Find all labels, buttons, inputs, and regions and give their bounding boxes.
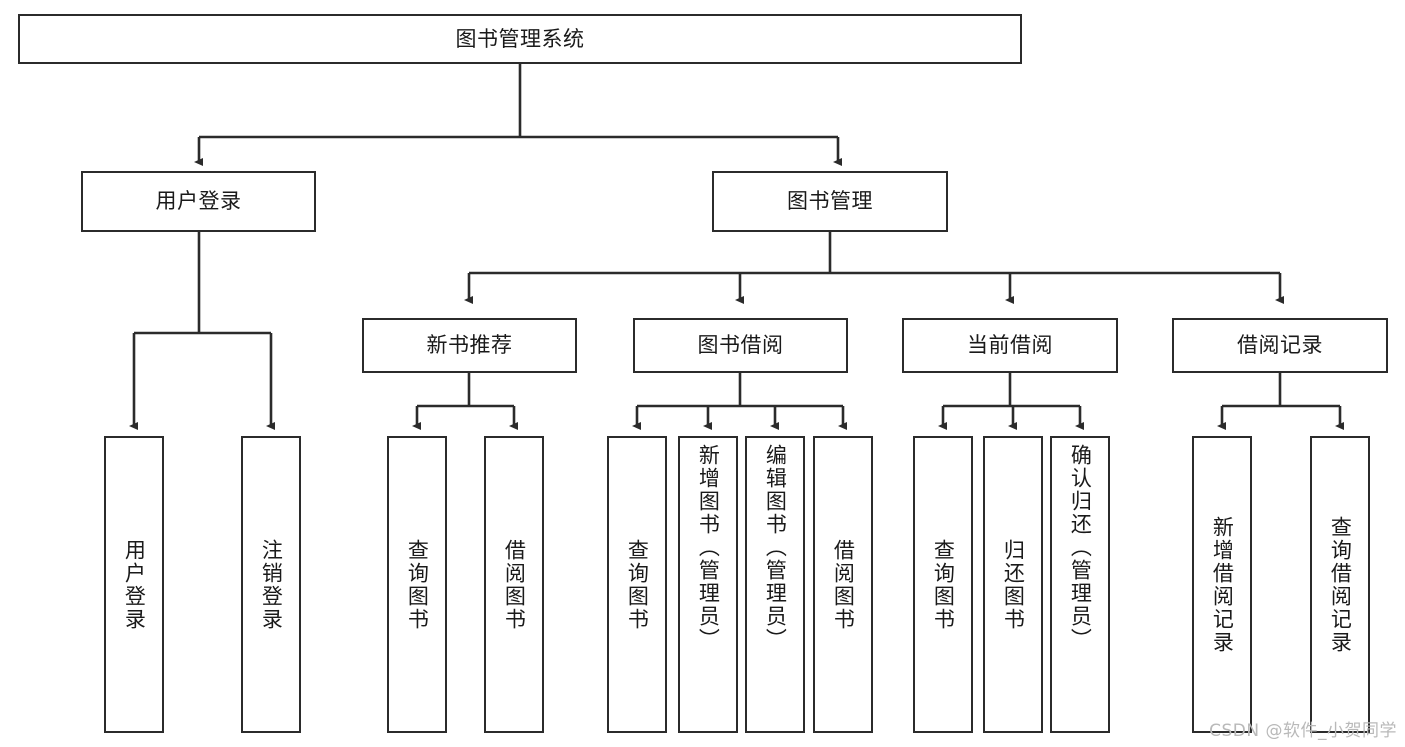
leaf-confirm-return-label: 确认归还（管理员） xyxy=(1068,444,1093,651)
node-user-login[interactable]: 用户登录 xyxy=(81,171,316,232)
node-book-manage[interactable]: 图书管理 xyxy=(712,171,948,232)
leaf-return-book-label: 归还图书 xyxy=(1001,538,1026,631)
leaf-edit-book[interactable]: 编辑图书（管理员） xyxy=(745,436,805,733)
leaf-query-book-1[interactable]: 查询图书 xyxy=(387,436,447,733)
leaf-logout[interactable]: 注销登录 xyxy=(241,436,301,733)
leaf-edit-book-label: 编辑图书（管理员） xyxy=(763,444,788,651)
leaf-borrow-book-1[interactable]: 借阅图书 xyxy=(484,436,544,733)
leaf-query-book-3[interactable]: 查询图书 xyxy=(913,436,973,733)
node-root-label: 图书管理系统 xyxy=(455,26,585,51)
leaf-query-book-2[interactable]: 查询图书 xyxy=(607,436,667,733)
leaf-query-book-3-label: 查询图书 xyxy=(931,538,956,631)
node-current-borrow-label: 当前借阅 xyxy=(967,333,1053,358)
node-borrow-record[interactable]: 借阅记录 xyxy=(1172,318,1388,373)
node-book-borrow-label: 图书借阅 xyxy=(697,333,784,358)
node-root[interactable]: 图书管理系统 xyxy=(18,14,1022,64)
node-new-book-rec[interactable]: 新书推荐 xyxy=(362,318,577,373)
leaf-query-book-2-label: 查询图书 xyxy=(625,538,650,631)
leaf-add-record-label: 新增借阅记录 xyxy=(1210,515,1235,654)
leaf-query-record[interactable]: 查询借阅记录 xyxy=(1310,436,1370,733)
node-borrow-record-label: 借阅记录 xyxy=(1237,333,1323,358)
leaf-return-book[interactable]: 归还图书 xyxy=(983,436,1043,733)
leaf-add-book-label: 新增图书（管理员） xyxy=(696,444,721,651)
node-book-borrow[interactable]: 图书借阅 xyxy=(633,318,848,373)
leaf-confirm-return[interactable]: 确认归还（管理员） xyxy=(1050,436,1110,733)
leaf-add-record[interactable]: 新增借阅记录 xyxy=(1192,436,1252,733)
leaf-logout-label: 注销登录 xyxy=(259,538,284,631)
leaf-borrow-book-1-label: 借阅图书 xyxy=(502,538,527,631)
leaf-query-book-1-label: 查询图书 xyxy=(405,538,430,631)
leaf-user-login-label: 用户登录 xyxy=(122,538,147,631)
node-current-borrow[interactable]: 当前借阅 xyxy=(902,318,1118,373)
leaf-borrow-book-2-label: 借阅图书 xyxy=(831,538,856,631)
leaf-query-record-label: 查询借阅记录 xyxy=(1328,515,1353,654)
leaf-add-book[interactable]: 新增图书（管理员） xyxy=(678,436,738,733)
node-new-book-rec-label: 新书推荐 xyxy=(426,333,513,358)
leaf-borrow-book-2[interactable]: 借阅图书 xyxy=(813,436,873,733)
node-book-manage-label: 图书管理 xyxy=(787,189,873,214)
node-user-login-label: 用户登录 xyxy=(155,189,242,214)
leaf-user-login[interactable]: 用户登录 xyxy=(104,436,164,733)
